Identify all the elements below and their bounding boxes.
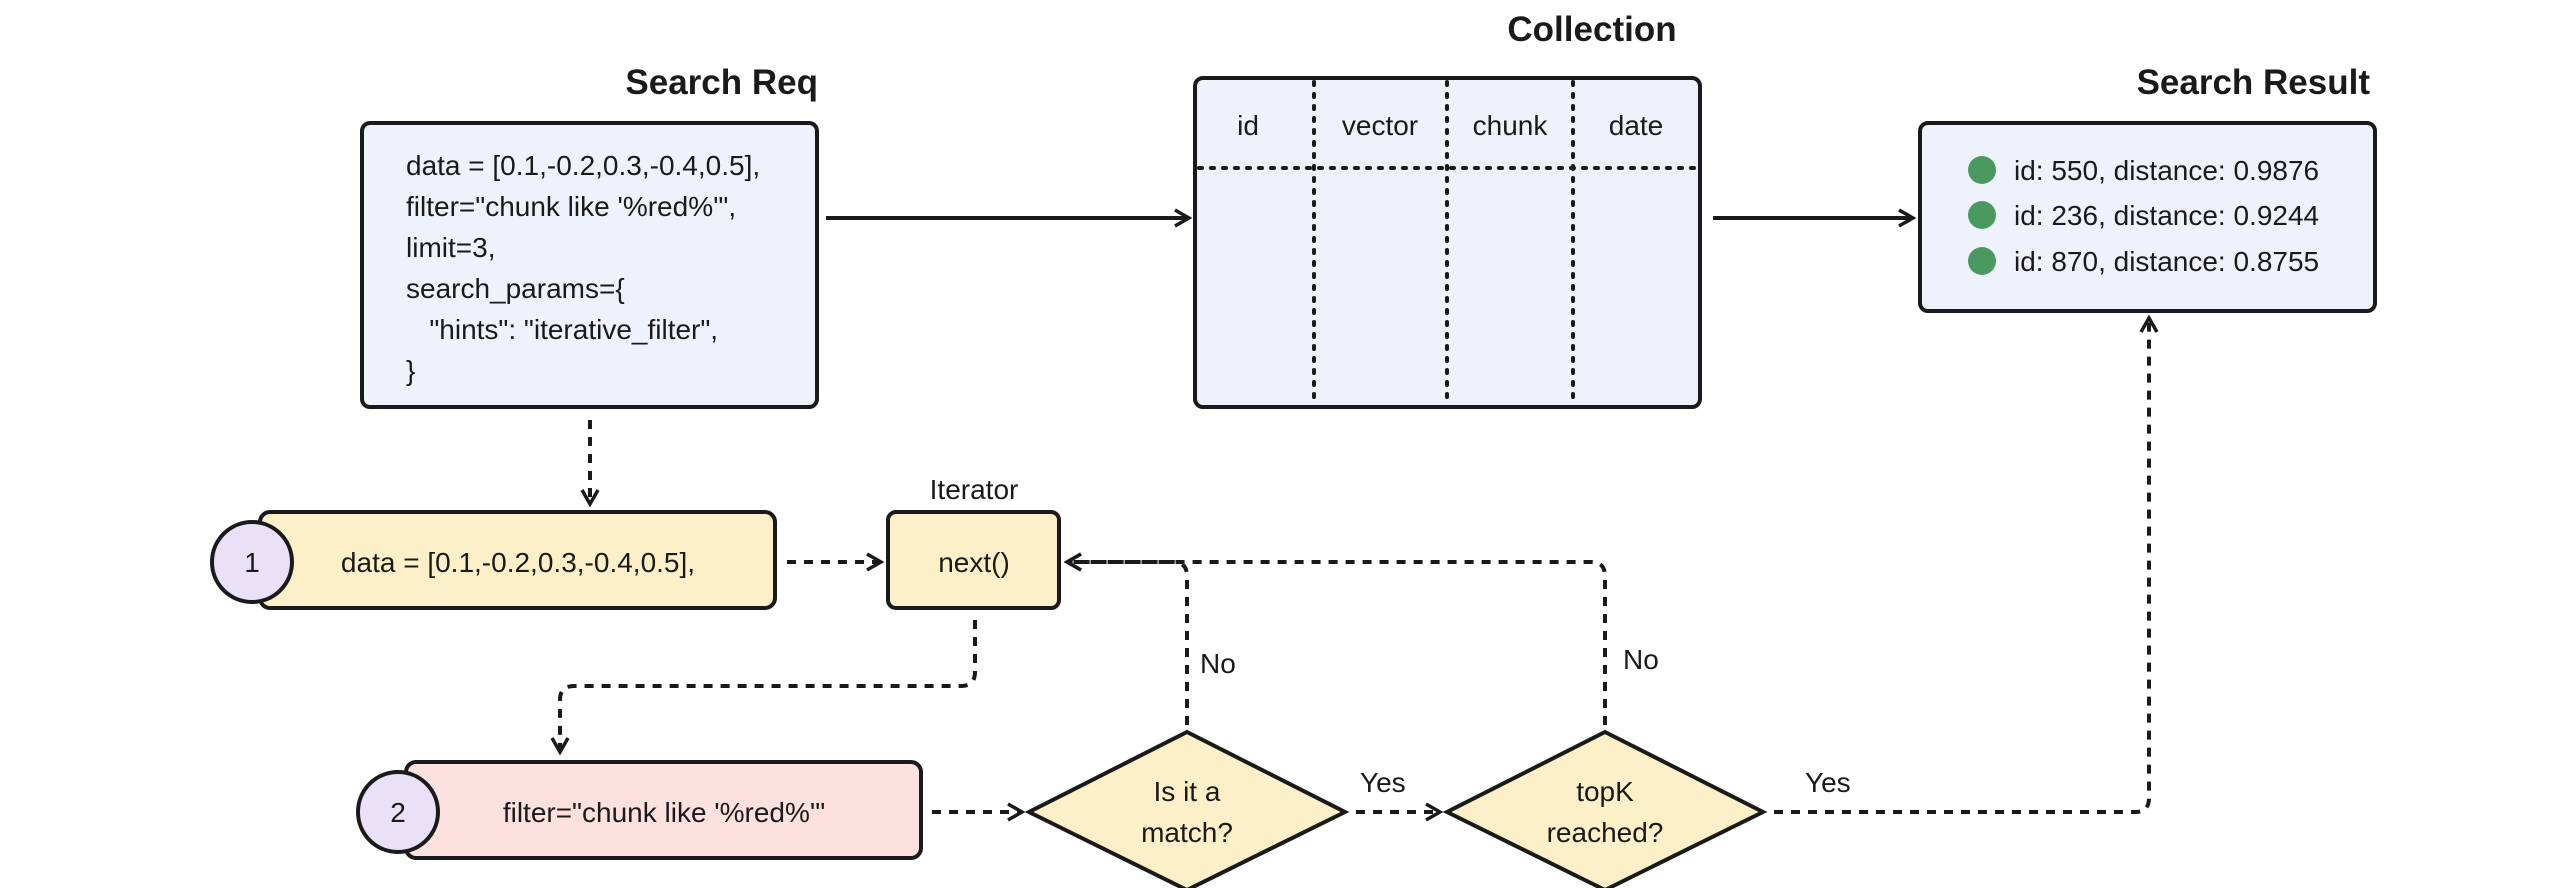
- step2-number: 2: [390, 797, 406, 828]
- result-dot-icon: [1968, 201, 1996, 229]
- iterator-caption: Iterator: [930, 474, 1019, 505]
- collection-column-date: date: [1609, 110, 1664, 141]
- topk-yes-label: Yes: [1805, 767, 1851, 798]
- collection-title: Collection: [1507, 10, 1676, 49]
- result-dot-icon: [1968, 156, 1996, 184]
- topk-decision-text: topK: [1576, 776, 1634, 807]
- iterator-next-box: [886, 510, 1061, 610]
- step1-number-circle: [210, 520, 294, 604]
- search-req-box: [360, 121, 819, 409]
- result-dot-icon: [1968, 247, 1996, 275]
- result-item: id: 236, distance: 0.9244: [2014, 200, 2319, 231]
- result-item: id: 870, distance: 0.8755: [2014, 246, 2319, 277]
- topk-no-label: No: [1623, 644, 1659, 675]
- match-yes-label: Yes: [1360, 767, 1406, 798]
- step2-number-circle: [356, 770, 440, 854]
- search-req-line: filter="chunk like '%red%'",: [406, 191, 736, 222]
- match-decision-diamond: [1024, 729, 1350, 888]
- topk-decision-diamond: [1442, 729, 1768, 888]
- search-result-title: Search Result: [2137, 63, 2371, 102]
- arrow-iterator-to-step2: [560, 620, 977, 752]
- iterator-next-label: next(): [938, 547, 1010, 578]
- arrow-topk-yes-to-result: [1774, 318, 2149, 814]
- collection-column-id: id: [1237, 110, 1259, 141]
- arrow-topk-no-to-iterator: [1067, 562, 1607, 725]
- step1-number: 1: [244, 547, 260, 578]
- match-decision-text: match?: [1141, 817, 1233, 848]
- search-req-line: search_params={: [406, 273, 625, 304]
- search-req-line: "hints": "iterative_filter",: [406, 314, 718, 345]
- search-req-title: Search Req: [625, 63, 818, 102]
- collection-column-chunk: chunk: [1473, 110, 1549, 141]
- step1-label: data = [0.1,-0.2,0.3,-0.4,0.5],: [341, 547, 695, 578]
- search-req-line: }: [406, 355, 415, 386]
- search-result-box: [1918, 121, 2377, 313]
- result-item: id: 550, distance: 0.9876: [2014, 155, 2319, 186]
- topk-decision-text: reached?: [1547, 817, 1664, 848]
- arrow-match-no-to-iterator: [1067, 562, 1189, 725]
- collection-column-vector: vector: [1342, 110, 1418, 141]
- match-no-label: No: [1200, 648, 1236, 679]
- search-req-line: limit=3,: [406, 232, 495, 263]
- step2-label: filter="chunk like '%red%'": [503, 797, 825, 828]
- match-decision-text: Is it a: [1154, 776, 1221, 807]
- search-req-line: data = [0.1,-0.2,0.3,-0.4,0.5],: [406, 150, 760, 181]
